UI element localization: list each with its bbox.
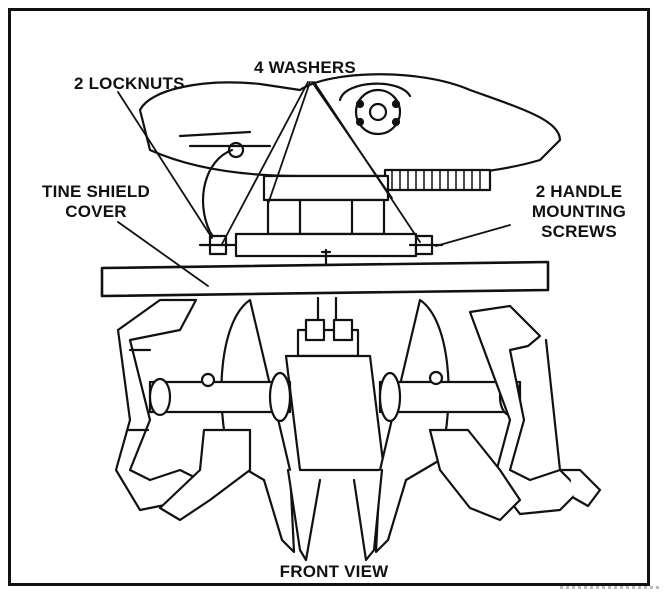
locknut-left	[198, 234, 238, 256]
tine-shield-cover	[100, 260, 550, 298]
label-handle-mounting-screws: 2 HANDLE MOUNTING SCREWS	[510, 182, 648, 242]
center-tines	[220, 298, 450, 562]
transmission-housing	[234, 174, 418, 258]
label-tine-shield-cover: TINE SHIELD COVER	[26, 182, 166, 222]
leader-locknuts	[117, 91, 213, 239]
label-handle-line2: MOUNTING	[531, 202, 627, 221]
label-handle-line3: SCREWS	[541, 222, 617, 241]
leader-washers-2	[267, 81, 311, 205]
center-column	[284, 296, 386, 472]
leader-washers-4	[313, 81, 421, 243]
leader-washers-1	[221, 81, 309, 245]
leader-tine-shield	[117, 221, 209, 287]
leader-handle-screws	[435, 224, 511, 247]
spark-plug-wire	[202, 148, 234, 252]
label-locknuts: 2 LOCKNUTS	[74, 74, 185, 93]
label-tine-shield-line1: TINE SHIELD	[42, 182, 150, 201]
label-handle-line1: 2 HANDLE	[535, 182, 623, 201]
scan-artifact-strip	[560, 586, 660, 589]
leader-lines	[117, 81, 511, 287]
outer-tines-right	[428, 304, 602, 522]
label-front-view: FRONT VIEW	[279, 562, 389, 581]
engine-housing	[138, 73, 562, 178]
label-washers: 4 WASHERS	[254, 58, 356, 77]
spark-plug	[227, 141, 245, 159]
pulley-gear	[383, 168, 492, 192]
label-tine-shield-line2: COVER	[65, 202, 127, 221]
outer-tines-left	[114, 298, 252, 522]
